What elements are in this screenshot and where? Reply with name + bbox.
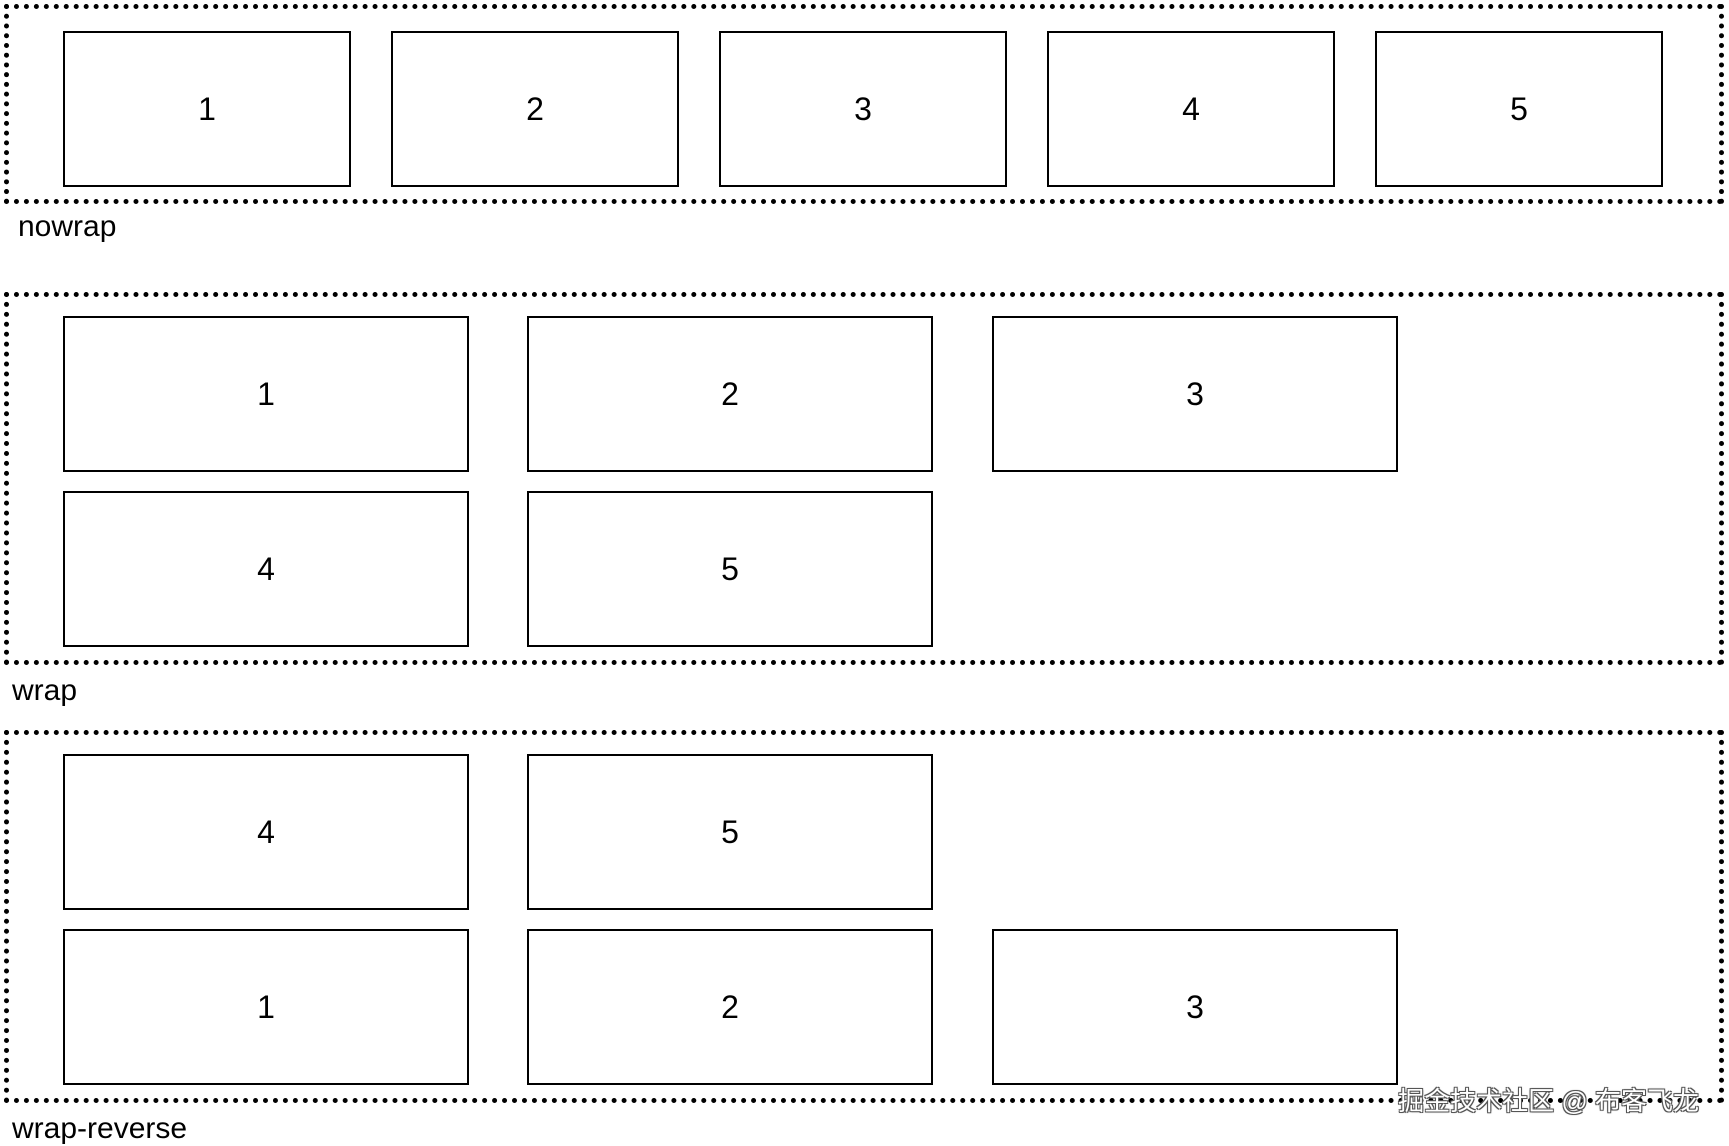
wrap-label: wrap [12,674,78,707]
flex-item: 4 [1047,31,1335,187]
nowrap-flex-container: 1 2 3 4 5 [4,4,1724,204]
flex-item: 3 [992,316,1398,472]
flex-item: 2 [527,316,933,472]
flex-item: 5 [527,491,933,647]
flex-item: 5 [527,754,933,910]
flex-item: 2 [391,31,679,187]
flex-item: 3 [719,31,1007,187]
flex-item: 4 [63,754,469,910]
flex-item: 1 [63,31,351,187]
wrap-reverse-flex-container: 4 5 1 2 3 [4,730,1724,1103]
nowrap-label: nowrap [18,210,117,243]
wrap-reverse-label: wrap-reverse [12,1112,188,1145]
flex-item: 3 [992,929,1398,1085]
flex-item: 1 [63,929,469,1085]
wrap-flex-container: 1 2 3 4 5 [4,292,1724,665]
flex-item: 5 [1375,31,1663,187]
flex-item: 1 [63,316,469,472]
flex-item: 4 [63,491,469,647]
watermark-text: 掘金技术社区 @ 布客飞龙 [1398,1086,1699,1116]
flex-item: 2 [527,929,933,1085]
